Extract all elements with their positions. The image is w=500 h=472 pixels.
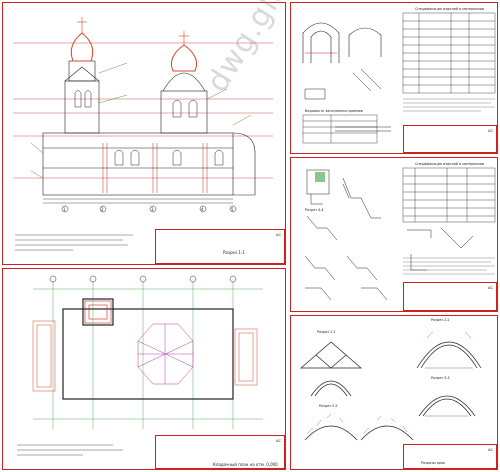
- spec-mid-sheet-no: АС: [488, 286, 493, 290]
- facade-title-block: АС: [155, 229, 285, 264]
- arches-label-3: Разрез 3-3: [431, 376, 450, 380]
- spec-mid-drawing: [304, 167, 496, 301]
- facade-sheet-no: АС: [276, 233, 281, 237]
- facade-drawing: [13, 17, 273, 251]
- spec-top-sheet-no: АС: [488, 129, 493, 133]
- arches-label-4: Разрез 5-5: [319, 404, 338, 408]
- arches-title-block: АС: [403, 444, 497, 469]
- plan-title-block: АС: [155, 435, 285, 469]
- arches-caption: Разрезы арок: [421, 461, 446, 465]
- arches-drawing: [300, 331, 482, 441]
- facade-axis-4: 4: [201, 207, 204, 212]
- arches-sheet-no: АС: [488, 448, 493, 452]
- arches-label-1: Разрез 1-1: [317, 330, 336, 334]
- plan-sheet-no: АС: [276, 439, 281, 443]
- sheet-spec-mid[interactable]: Спецификация изделий и материалов Разрез…: [290, 157, 498, 312]
- facade-axis-2: 2: [101, 207, 104, 212]
- plan-caption: Кладочный план на отм. 0,000: [213, 462, 278, 467]
- spec-mid-title: Спецификация изделий и материалов: [415, 162, 484, 166]
- spec-mid-section-label: Разрез 4-4: [305, 208, 324, 212]
- sheet-spec-top[interactable]: Спецификация изделий и материалов Ведомо…: [290, 2, 498, 154]
- sheet-arches[interactable]: Разрез 1-1 Разрез 2-2 Разрез 3-3 Разрез …: [290, 315, 498, 470]
- facade-axis-3: 3: [151, 207, 154, 212]
- plan-drawing: [17, 275, 263, 456]
- sheet-plan[interactable]: Кладочный план на отм. 0,000 АС: [2, 268, 286, 470]
- spec-top-drawing: [302, 12, 496, 144]
- spec-top-title: Спецификация изделий и материалов: [415, 7, 484, 11]
- facade-axis-5: 5: [231, 207, 234, 212]
- sheet-facade-section[interactable]: 1 2 3 4 5 Разрез 1-1 АС: [2, 2, 286, 265]
- arches-label-2: Разрез 2-2: [431, 318, 450, 322]
- spec-top-title-block: АС: [403, 125, 497, 153]
- spec-mid-title-block: АС: [403, 282, 497, 311]
- facade-axis-1: 1: [63, 207, 66, 212]
- facade-caption: Разрез 1-1: [223, 250, 245, 255]
- spec-top-table-title: Ведомость заполнения проемов: [305, 109, 363, 113]
